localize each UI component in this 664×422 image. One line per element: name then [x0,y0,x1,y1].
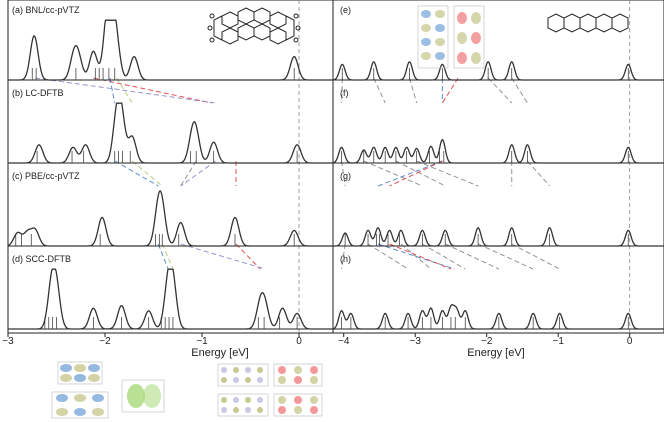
pentacene-structure-icon [547,13,629,33]
state-connector-line [416,160,479,187]
state-connector-line [441,77,459,104]
row-label-h: (h) [340,254,351,264]
state-connector-line [180,243,266,270]
right-x-axis-label: Energy [eV] [467,347,524,359]
x-axis-ticks: −3 −2 −1 0 −4 −3 −2 −1 0 [2,333,633,347]
orbital-density-icon [273,363,323,417]
row-label-b: (b) LC-DFTB [12,88,64,98]
state-connector-line [400,243,432,270]
x-tick-label: 0 [627,336,633,347]
state-connector-line [116,77,133,104]
x-tick-label: −1 [196,336,208,347]
x-tick-label: −2 [481,336,493,347]
state-connector-line [389,160,443,187]
row-label-d: (d) SCC-DFTB [12,254,71,264]
row-label-e: (e) [340,5,351,15]
state-connector-line [445,243,500,270]
state-connector-line [93,77,212,104]
connector-lines [35,77,560,270]
row-label-g: (g) [340,171,351,181]
state-connector-line [114,160,159,187]
spectrum-curve [8,19,333,81]
row-label-c: (c) PBE/cc-pVTZ [12,171,80,181]
state-connector-line [341,160,346,187]
state-connector-line [487,77,513,104]
orbital-density-icon [417,5,485,69]
state-connector-line [157,243,169,270]
spectrum-curve [8,268,333,330]
state-connector-line [395,160,446,187]
left-x-axis-label: Energy [eV] [191,347,248,359]
state-connector-line [180,160,216,187]
state-connector-line [409,77,418,104]
orbital-density-icon [121,379,165,413]
spectrum-curve [8,102,333,164]
state-connector-line [180,160,197,187]
state-connector-line [377,160,443,187]
row-label-f: (f) [340,88,349,98]
state-connector-line [389,243,452,270]
left-panel [7,0,334,334]
x-tick-label: −1 [552,336,564,347]
state-connector-line [527,160,550,187]
x-tick-label: −3 [2,336,14,347]
spectrum-curve [332,304,664,330]
x-tick-label: 0 [296,336,302,347]
zero-energy-lines [298,0,631,333]
spectrum-curve [332,138,664,164]
state-connector-line [373,77,386,104]
state-connector-line [235,243,261,270]
state-connector-line [341,243,346,270]
row-label-a: (a) BNL/cc-pVTZ [12,5,80,15]
state-connector-line [511,243,560,270]
spectrum-curve [332,60,664,81]
spectrum-curve [7,189,333,247]
state-connector-line [511,77,528,104]
state-connector-line [341,77,343,104]
state-connector-line [35,77,216,104]
orbital-density-icon [217,363,269,417]
state-connector-line [109,77,116,104]
ptcda-structure-icon [207,7,301,45]
x-tick-label: −4 [338,336,350,347]
right-panel [332,0,664,334]
state-connector-line [131,160,163,187]
x-tick-label: −3 [410,336,422,347]
x-tick-label: −2 [99,336,111,347]
state-connector-line [422,243,466,270]
state-connector-line [477,243,534,270]
state-connector-line [161,243,174,270]
orbital-density-icon [51,361,109,419]
state-connector-line [363,160,423,187]
spectra-rows [7,19,664,330]
spectrum-curve [333,226,664,247]
